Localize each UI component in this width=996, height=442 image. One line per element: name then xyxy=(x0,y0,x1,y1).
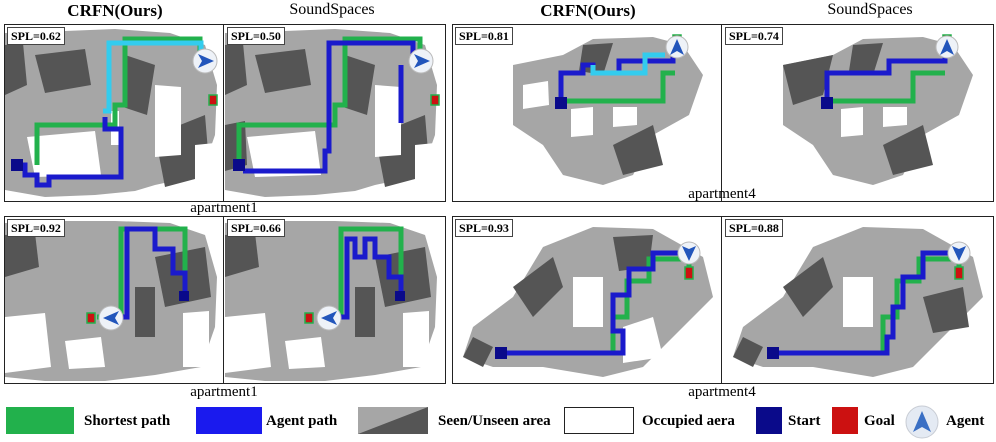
legend-label-shortest: Shortest path xyxy=(84,413,171,429)
legend-label-agent-path: Agent path xyxy=(266,413,338,429)
col-title-crfn-left: CRFN(Ours) xyxy=(67,1,163,20)
legend-swatch-shortest xyxy=(6,407,74,434)
spl-label-p2: SPL=0.50 xyxy=(227,27,285,45)
legend-swatch-goal xyxy=(832,407,858,434)
legend-label-occupied: Occupied aera xyxy=(642,413,735,429)
legend-label-agent: Agent xyxy=(946,413,985,429)
map-apartment1-crfn-bottom xyxy=(5,217,223,383)
spl-label-p7: SPL=0.93 xyxy=(455,219,513,237)
legend: Shortest path Agent path Seen/Unseen are… xyxy=(0,404,996,442)
map-apartment1-soundspaces-top xyxy=(225,25,445,201)
legend-swatch-agent-path xyxy=(196,407,262,434)
legend-label-start: Start xyxy=(788,413,821,429)
spl-label-p5: SPL=0.92 xyxy=(7,219,65,237)
caption-apartment4-top: apartment4 xyxy=(688,186,756,202)
legend-swatch-seen-unseen xyxy=(358,407,428,434)
spl-label-p6: SPL=0.66 xyxy=(227,219,285,237)
legend-swatch-occupied xyxy=(564,407,634,434)
col-title-crfn-right: CRFN(Ours) xyxy=(540,1,636,20)
caption-apartment4-bottom: apartment4 xyxy=(688,384,756,400)
col-title-soundspaces-right: SoundSpaces xyxy=(827,1,913,18)
panel-group-apartment1-bottom: SPL=0.92 SPL=0.66 xyxy=(4,216,446,384)
caption-apartment1-top: apartment1 xyxy=(190,200,258,216)
panel-group-apartment1-top: SPL=0.62 SPL=0.50 xyxy=(4,24,446,202)
legend-label-goal: Goal xyxy=(864,413,895,429)
spl-label-p1: SPL=0.62 xyxy=(7,27,65,45)
caption-apartment1-bottom: apartment1 xyxy=(190,384,258,400)
map-apartment4-crfn-bottom xyxy=(453,217,721,383)
legend-label-seen-unseen: Seen/Unseen area xyxy=(438,413,551,429)
spl-label-p4: SPL=0.74 xyxy=(725,27,783,45)
map-apartment4-soundspaces-bottom xyxy=(723,217,993,383)
col-title-soundspaces-left: SoundSpaces xyxy=(289,1,375,18)
spl-label-p8: SPL=0.88 xyxy=(725,219,783,237)
panel-group-apartment4-bottom: SPL=0.93 SPL=0.88 xyxy=(452,216,994,384)
map-apartment4-crfn-top xyxy=(453,25,721,201)
panel-group-apartment4-top: SPL=0.81 SPL=0.74 xyxy=(452,24,994,202)
map-apartment4-soundspaces-top xyxy=(723,25,993,201)
map-apartment1-soundspaces-bottom xyxy=(225,217,445,383)
legend-swatch-start xyxy=(756,407,782,434)
agent-icon xyxy=(905,405,939,439)
spl-label-p3: SPL=0.81 xyxy=(455,27,513,45)
map-apartment1-crfn-top xyxy=(5,25,223,201)
